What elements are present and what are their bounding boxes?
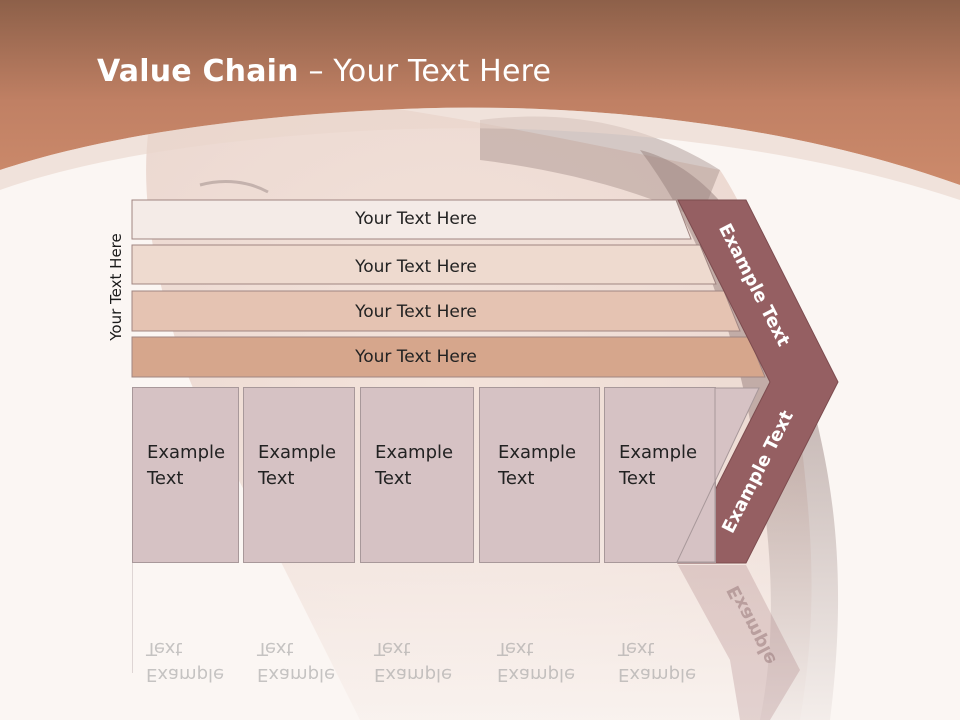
box-1-line2: Text <box>147 468 184 489</box>
chevron-reflection <box>678 565 800 720</box>
header-band <box>0 0 960 200</box>
bar-1-shape <box>131 199 692 240</box>
bar-2-shape <box>131 244 717 285</box>
box-2-line2: Text <box>258 468 295 489</box>
bar-4-label: Your Text Here <box>355 347 477 367</box>
box-3-line1: Example <box>375 442 454 463</box>
bar-3-label: Your Text Here <box>355 302 477 322</box>
box-5-line1: Example <box>619 442 698 463</box>
title-rest: – Your Text Here <box>298 54 552 89</box>
page-title: Value Chain – Your Text Here <box>97 54 551 89</box>
bar-3-shape <box>131 290 741 332</box>
box-3-line2: Text <box>375 468 412 489</box>
box-1-line1: Example <box>147 442 226 463</box>
bar-2-label: Your Text Here <box>355 257 477 277</box>
box-5-line2: Text <box>619 468 656 489</box>
box-2-line1: Example <box>258 442 337 463</box>
bar-4-shape <box>131 336 766 378</box>
bar-1-label: Your Text Here <box>355 209 477 229</box>
reflection-outline <box>132 563 716 673</box>
title-strong: Value Chain <box>97 54 299 89</box>
box-4-line1: Example <box>498 442 577 463</box>
chevron-shape <box>677 199 839 564</box>
box-4-line2: Text <box>498 468 535 489</box>
